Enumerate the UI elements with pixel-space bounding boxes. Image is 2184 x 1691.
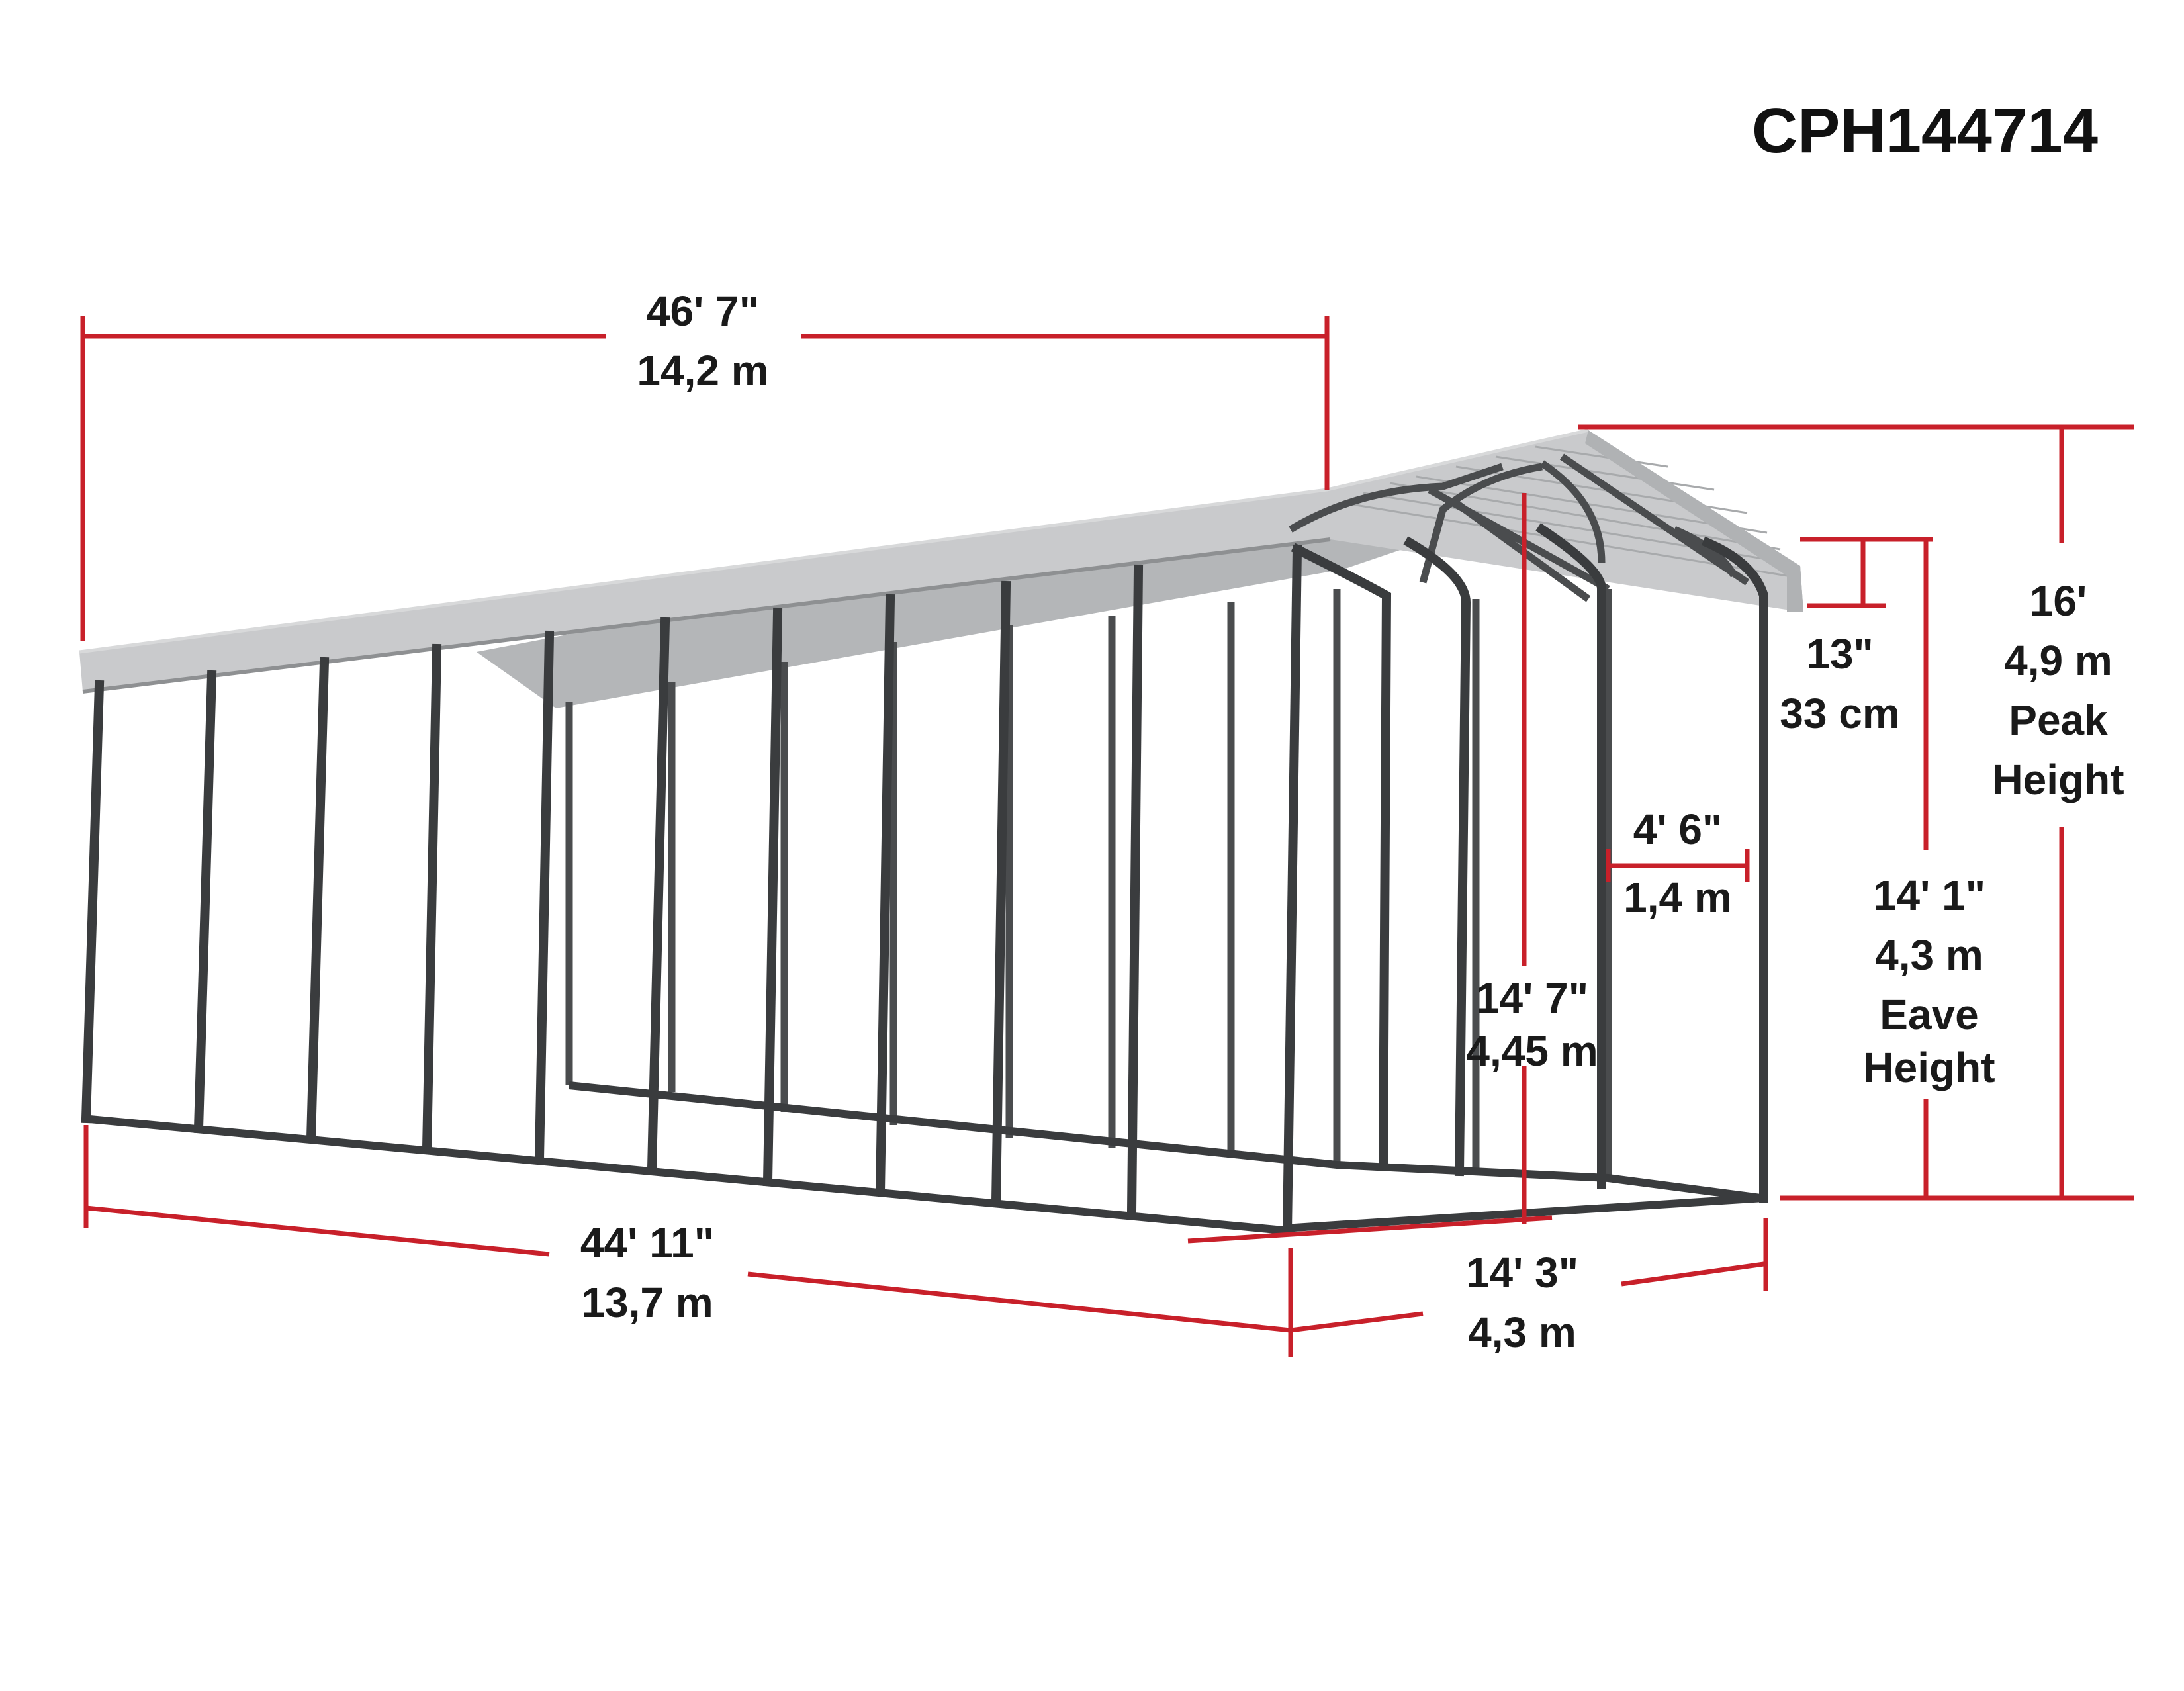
gable-base-rail	[1285, 1194, 1764, 1235]
roof-width-metric: 4,45 m	[1466, 1027, 1598, 1075]
base-length-line-right	[747, 1271, 1291, 1333]
base-length-line-left	[85, 1205, 550, 1257]
roof-length-imperial: 46' 7"	[647, 287, 759, 335]
model-number: CPH144714	[1752, 95, 2098, 166]
eave-height-imperial: 14' 1"	[1873, 872, 1985, 919]
gable-posts	[1291, 523, 1768, 1203]
eave-height-metric: 4,3 m	[1875, 931, 1983, 979]
eave-height-label-2: Height	[1863, 1044, 1995, 1091]
eave-height-label-1: Eave	[1880, 991, 1978, 1038]
base-width-metric: 4,3 m	[1468, 1308, 1576, 1356]
roof-length-metric: 14,2 m	[637, 347, 768, 394]
dimension-labels: 46' 7" 14,2 m 44' 11" 13,7 m 14' 3" 4,3 …	[580, 287, 2124, 1356]
roof-eave-trim	[82, 537, 1331, 694]
base-width-line-left	[1290, 1311, 1424, 1333]
peak-height-label-2: Height	[1992, 756, 2124, 803]
base-width-line-right	[1621, 1261, 1764, 1287]
dimension-lines	[80, 316, 2134, 1357]
front-posts	[81, 544, 1302, 1236]
peak-height-imperial: 16'	[2030, 577, 2087, 625]
base-length-metric: 13,7 m	[581, 1279, 713, 1326]
overhang-metric: 33 cm	[1780, 690, 1899, 737]
roof-gable-trim	[1585, 430, 1803, 612]
base-length-imperial: 44' 11"	[580, 1219, 714, 1267]
back-base-rail	[569, 1081, 1761, 1202]
clearance-width-imperial: 4' 6"	[1633, 805, 1723, 853]
roof-width-imperial: 14' 7"	[1476, 974, 1588, 1022]
peak-height-metric: 4,9 m	[2004, 637, 2113, 684]
peak-height-label-1: Peak	[2009, 696, 2108, 744]
carport-illustration	[79, 428, 1803, 1236]
clearance-width-metric: 1,4 m	[1623, 874, 1732, 921]
roof-width-base	[1187, 1215, 1553, 1244]
front-base-rail	[82, 1115, 1291, 1235]
base-width-imperial: 14' 3"	[1466, 1249, 1578, 1297]
overhang-imperial: 13"	[1806, 630, 1874, 678]
back-posts	[565, 589, 1612, 1178]
